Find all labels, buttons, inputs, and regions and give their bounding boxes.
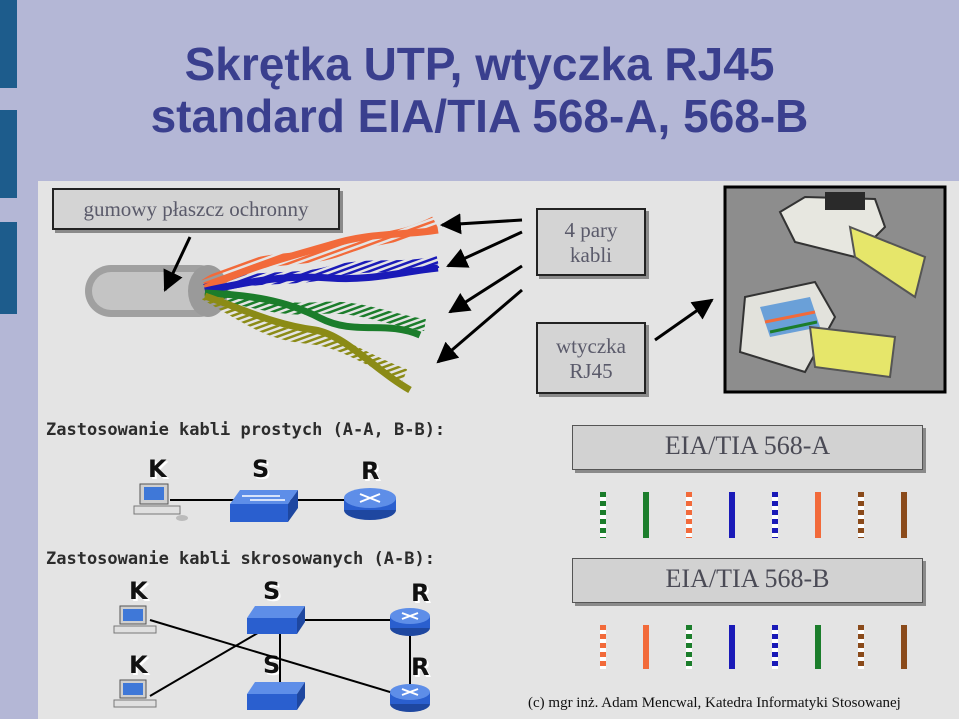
computer-icon: [113, 605, 157, 634]
crossover-heading: Zastosowanie kabli skrosowanych (A-B):: [46, 549, 435, 569]
standard-b-label: EIA/TIA 568-B: [572, 558, 923, 603]
router-icon: [390, 608, 430, 636]
standard-a-wire-1: [600, 492, 606, 538]
jacket-label-text: gumowy płaszcz ochronny: [83, 197, 309, 221]
arrow-jacket: [163, 236, 192, 292]
switch-icon: [247, 606, 305, 634]
standard-a-wire-2: [643, 492, 649, 538]
wire-green-white: [203, 286, 426, 331]
plug-bottom: [738, 280, 897, 379]
arrow-pair-1: [439, 213, 523, 235]
standard-b-wires: [600, 625, 907, 669]
footer-credit: (c) mgr inż. Adam Mencwal, Katedra Infor…: [528, 695, 901, 711]
wire-orange: [203, 226, 439, 292]
plug-label-line-1: wtyczka: [556, 334, 626, 358]
standard-a-wire-6: [815, 492, 821, 538]
straight-heading: Zastosowanie kabli prostych (A-A, B-B):: [46, 420, 446, 440]
standard-b-wire-8: [901, 625, 907, 669]
rj45-plug-photo: [723, 185, 947, 394]
wire-green: [204, 289, 422, 339]
wire-blue: [204, 264, 439, 295]
standard-b-wire-6: [815, 625, 821, 669]
arrow-plug: [654, 298, 714, 342]
standard-a-wire-7: [858, 492, 864, 538]
side-bar-3: [0, 222, 17, 314]
title-line-1: Skrętka UTP, wtyczka RJ45: [184, 38, 775, 90]
standard-b-wire-1: [600, 625, 606, 669]
standard-a-wire-5: [772, 492, 778, 538]
computer-icon: [133, 483, 188, 521]
router-icon: [390, 684, 430, 712]
cross-bottom-label-router: R: [411, 653, 430, 681]
standard-a-text: EIA/TIA 568-A: [664, 431, 831, 460]
standard-b-wire-5: [772, 625, 778, 669]
slide-title: Skrętka UTP, wtyczka RJ45 standard EIA/T…: [0, 38, 959, 142]
cross-bottom-label-computer: K: [129, 651, 148, 679]
standard-b-wire-7: [858, 625, 864, 669]
standard-a-wire-3: [686, 492, 692, 538]
plug-label-line-2: RJ45: [569, 359, 613, 383]
switch-icon: [230, 490, 298, 522]
straight-label-switch: S: [252, 455, 270, 483]
cross-top-label-computer: K: [129, 577, 148, 605]
plug-top: [778, 192, 927, 299]
straight-label-computer: K: [148, 455, 167, 483]
computer-icon: [113, 679, 157, 708]
standard-a-wire-8: [901, 492, 907, 538]
standard-b-wire-4: [729, 625, 735, 669]
switch-icon: [247, 682, 305, 710]
title-line-2: standard EIA/TIA 568-A, 568-B: [150, 90, 809, 142]
standard-b-wire-2: [643, 625, 649, 669]
standard-a-wires: [600, 492, 907, 538]
jacket-label: gumowy płaszcz ochronny: [52, 188, 340, 230]
standard-b-text: EIA/TIA 568-B: [665, 564, 830, 593]
arrow-pair-4: [436, 288, 523, 364]
router-icon: [344, 488, 396, 520]
side-bar-2: [0, 110, 17, 198]
straight-label-router: R: [361, 457, 380, 485]
arrow-pair-3: [448, 264, 523, 314]
pairs-label-line-1: 4 pary: [564, 218, 618, 242]
pairs-label: 4 pary kabli: [536, 208, 646, 276]
wire-olive: [203, 292, 412, 394]
standard-b-wire-3: [686, 625, 692, 669]
arrow-pair-2: [446, 230, 523, 268]
side-bar-1: [0, 0, 17, 88]
standard-a-label: EIA/TIA 568-A: [572, 425, 923, 470]
pairs-label-line-2: kabli: [570, 243, 612, 267]
crossover-topology: [113, 605, 430, 712]
standard-a-wire-4: [729, 492, 735, 538]
cross-top-label-switch: S: [263, 577, 281, 605]
cross-top-label-router: R: [411, 579, 430, 607]
plug-label: wtyczka RJ45: [536, 322, 646, 394]
straight-topology: [133, 483, 396, 522]
